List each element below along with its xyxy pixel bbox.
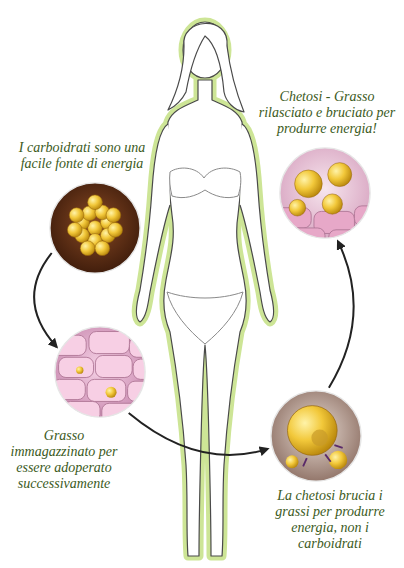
underwear [167,168,243,344]
cycle-arrow [129,413,268,455]
caption-text: Grasso immagazzinato per essere adoperat… [8,428,120,492]
cell-circle: I carboidrati sono una facile fonte di e… [49,182,141,274]
cycle-arrow [329,241,354,387]
caption-text: I carboidrati sono una facile fonte di e… [18,140,146,172]
body-outline [136,22,274,556]
cell-circle: Chetosi - Grasso rilasciato e bruciato p… [279,147,371,239]
micro-illustration [279,147,371,239]
micro-illustration [54,326,146,418]
body-glow [136,22,274,556]
cell-circle: La chetosi brucia i grassi per produrre … [270,390,362,482]
caption-text: Chetosi - Grasso rilasciato e bruciato p… [256,89,398,137]
cell-circle: Grasso immagazzinato per essere adoperat… [54,326,146,418]
caption-text: La chetosi brucia i grassi per produrre … [262,488,398,552]
micro-illustration [49,182,141,274]
micro-illustration [270,390,362,482]
cycle-arrow [34,253,57,347]
